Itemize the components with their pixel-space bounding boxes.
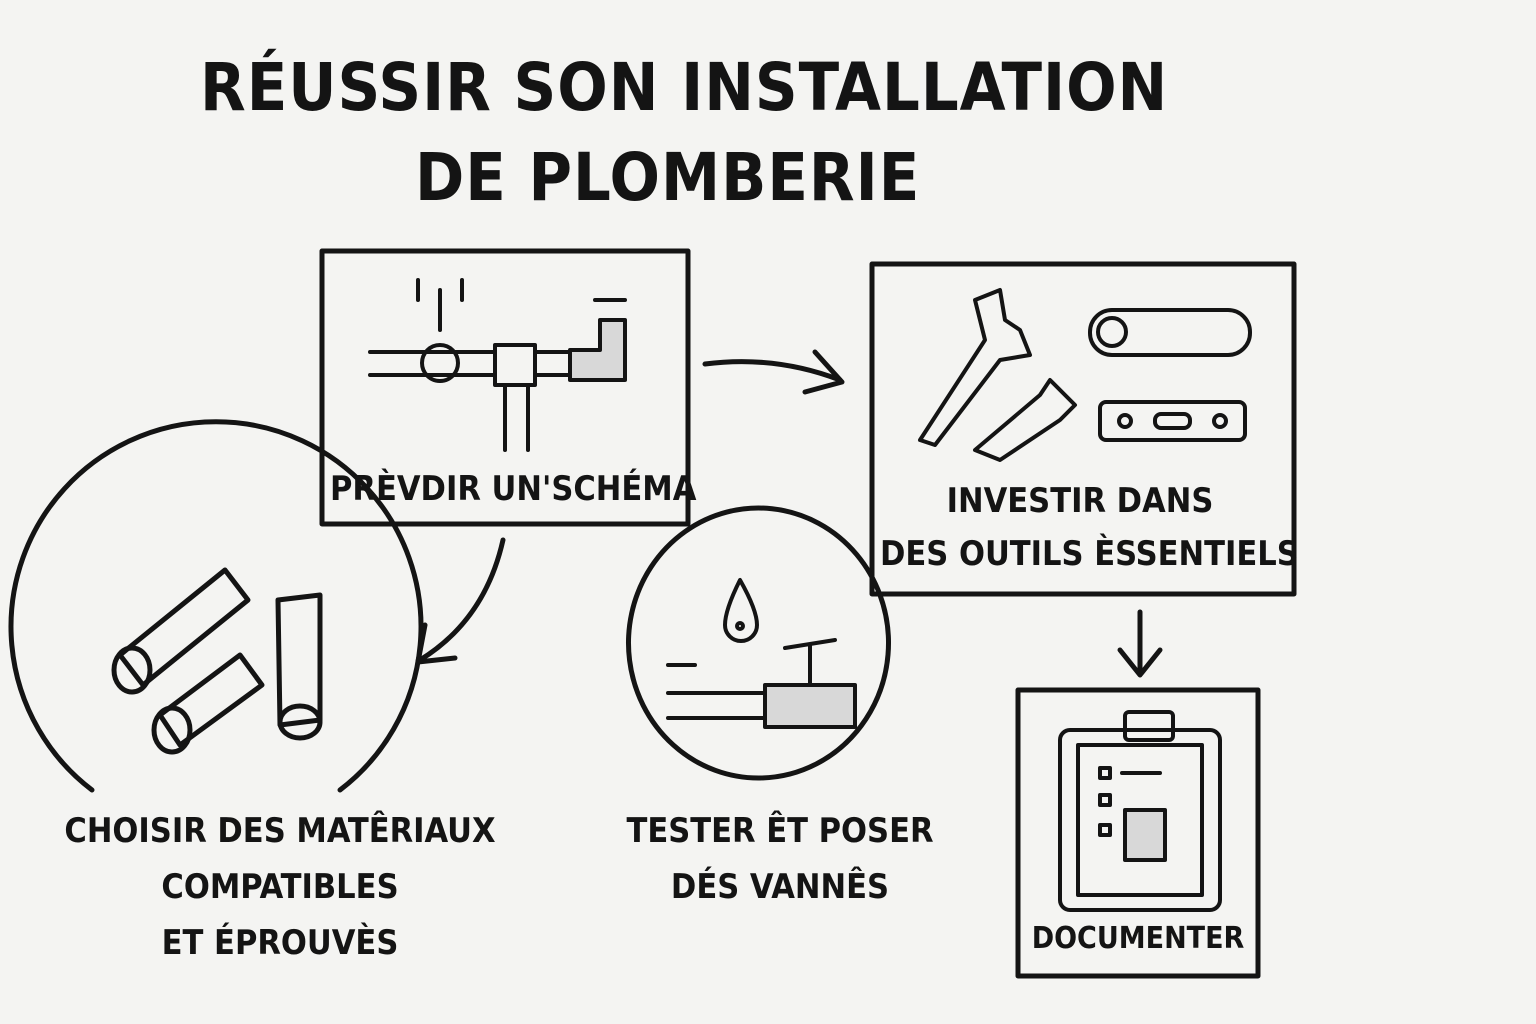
step-label-schema: PRÈVDIR UN'SCHÉMA	[330, 469, 697, 509]
arrow-schema-to-tools	[702, 349, 845, 395]
step-label-document: DOCUMENTER	[1031, 921, 1245, 956]
step-circle-test	[626, 505, 891, 781]
step-label-test-2: DÉS VANNÊS	[670, 867, 890, 907]
step-label-materials-2: COMPATIBLES	[161, 867, 399, 907]
arrow-tools-to-document	[1117, 609, 1163, 678]
pipe-schematic-icon	[368, 278, 627, 452]
step-label-tools-2: DES OUTILS ÈSSENTIELS	[880, 534, 1299, 574]
title-line-2: DE PLOMBERIE	[415, 139, 921, 216]
step-box-document	[1015, 687, 1261, 979]
water-valve-icon	[666, 578, 857, 729]
step-label-materials-1: CHOISIR DES MATÊRIAUX	[64, 811, 496, 851]
arrow-schema-to-materials	[415, 537, 506, 665]
step-label-test-1: TESTER ÊT POSER	[626, 811, 934, 851]
step-label-materials-3: ET ÉPROUVÈS	[161, 923, 399, 963]
title-line-1: RÉUSSIR SON INSTALLATION	[200, 49, 1169, 126]
step-label-tools-1: INVESTIR DANS	[946, 481, 1214, 521]
tools-icon	[918, 288, 1252, 462]
clipboard-icon	[1058, 710, 1222, 912]
step-box-schema	[319, 248, 691, 527]
pipes-icon	[111, 567, 323, 755]
step-box-tools	[869, 261, 1297, 597]
